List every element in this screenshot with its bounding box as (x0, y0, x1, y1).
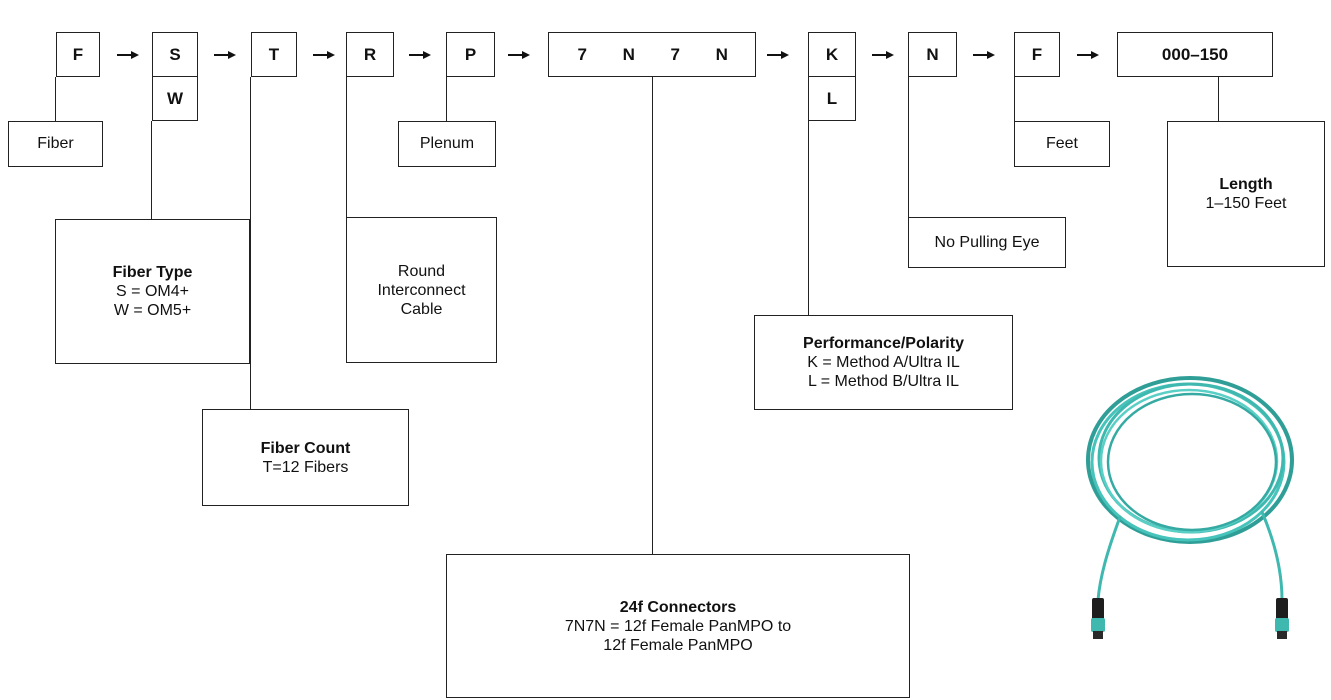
polarity-title: Performance/Polarity (803, 335, 964, 352)
code-box-pulling-eye: N (908, 32, 957, 77)
code-p: P (464, 44, 477, 64)
code-box-fiber-count: T (251, 32, 297, 77)
code-f: F (1031, 44, 1043, 64)
arrow-icon (117, 51, 139, 59)
code-connector-2: N (622, 44, 635, 64)
code-s: S (169, 44, 181, 64)
fiber-label-box: Fiber (8, 121, 103, 167)
arrow-icon (409, 51, 431, 59)
connectors-box: 24f Connectors 7N7N = 12f Female PanMPO … (446, 554, 910, 698)
connector-line (151, 121, 152, 220)
fiber-patch-cable-coil-icon (1086, 376, 1294, 639)
code-box-fiber-type-w: W (152, 76, 198, 121)
code-l: L (826, 88, 838, 108)
cable-type-line: Cable (400, 300, 443, 318)
length-box: Length 1–150 Feet (1167, 121, 1325, 267)
arrow-icon (973, 51, 995, 59)
connector-line (346, 77, 347, 218)
code-n: N (926, 44, 939, 64)
code-fiber: F (72, 44, 84, 64)
arrow-icon (214, 51, 236, 59)
connectors-line: 7N7N = 12f Female PanMPO to (564, 617, 792, 635)
cable-type-line: Round (397, 262, 446, 280)
polarity-line: K = Method A/Ultra IL (807, 354, 960, 371)
feet-label-box: Feet (1014, 121, 1110, 167)
code-box-cable: R (346, 32, 394, 77)
arrow-icon (313, 51, 335, 59)
no-pulling-eye-label: No Pulling Eye (934, 233, 1040, 251)
length-line: 1–150 Feet (1205, 195, 1287, 212)
code-box-length: 000–150 (1117, 32, 1273, 77)
code-box-polarity-l: L (808, 76, 856, 121)
cable-type-line: Interconnect (377, 281, 466, 299)
code-connector-4: N (715, 44, 728, 64)
connectors-line: 12f Female PanMPO (603, 636, 753, 654)
connector-line (808, 121, 809, 316)
fiber-count-box: Fiber Count T=12 Fibers (202, 409, 409, 506)
connector-line (908, 77, 909, 217)
plenum-label-box: Plenum (398, 121, 496, 167)
code-r: R (363, 44, 377, 64)
feet-label: Feet (1045, 135, 1078, 152)
cable-type-box: Round Interconnect Cable (346, 217, 497, 363)
connector-line (250, 77, 251, 409)
plenum-label: Plenum (419, 135, 475, 152)
fiber-type-line: S = OM4+ (116, 283, 189, 300)
code-w: W (166, 88, 184, 108)
arrow-icon (508, 51, 530, 59)
connectors-title: 24f Connectors (619, 598, 737, 616)
fiber-type-line: W = OM5+ (113, 302, 192, 319)
code-box-plenum: P (446, 32, 495, 77)
code-box-connectors: 7 N 7 N (548, 32, 756, 77)
connector-line (55, 77, 56, 122)
fiber-label: Fiber (37, 135, 74, 152)
no-pulling-eye-box: No Pulling Eye (908, 217, 1066, 268)
code-connector-1: 7 (577, 44, 587, 64)
fiber-type-box: Fiber Type S = OM4+ W = OM5+ (55, 219, 250, 364)
connector-line (446, 77, 447, 122)
connector-line (1218, 77, 1219, 122)
code-k: K (825, 44, 839, 64)
code-box-polarity-k: K (808, 32, 856, 77)
arrow-icon (767, 51, 789, 59)
fiber-count-line: T=12 Fibers (262, 458, 349, 476)
connector-line (1014, 77, 1015, 122)
code-length: 000–150 (1161, 44, 1229, 64)
code-box-fiber: F (56, 32, 100, 77)
arrow-icon (872, 51, 894, 59)
code-connector-3: 7 (670, 44, 680, 64)
arrow-icon (1077, 51, 1099, 59)
code-box-feet: F (1014, 32, 1060, 77)
code-box-fiber-type-s: S (152, 32, 198, 77)
polarity-box: Performance/Polarity K = Method A/Ultra … (754, 315, 1013, 410)
polarity-line: L = Method B/Ultra IL (807, 373, 960, 390)
length-title: Length (1219, 176, 1273, 193)
code-t: T (268, 44, 280, 64)
fiber-type-title: Fiber Type (112, 264, 193, 281)
fiber-count-title: Fiber Count (260, 439, 351, 457)
connector-line (652, 77, 653, 555)
